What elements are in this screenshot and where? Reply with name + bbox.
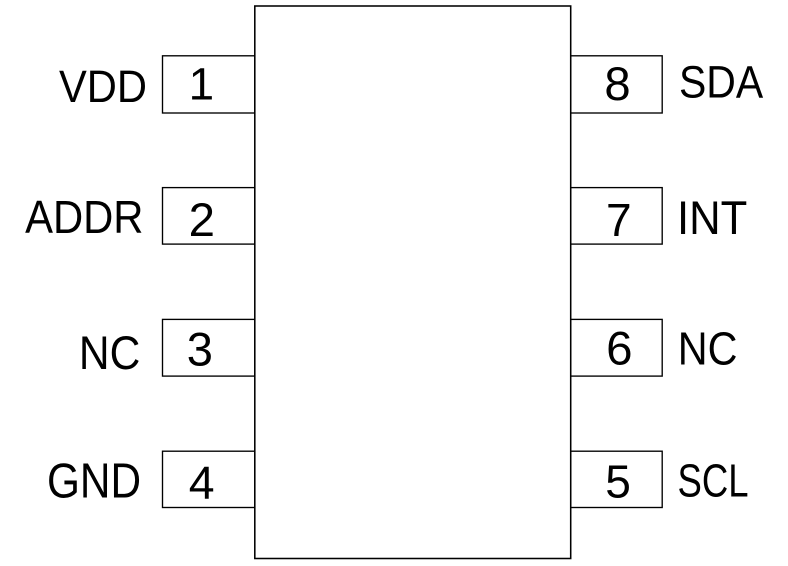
svg-text:NC: NC <box>678 323 738 375</box>
svg-text:NC: NC <box>79 326 140 379</box>
svg-text:SDA: SDA <box>679 56 764 107</box>
svg-text:2: 2 <box>189 194 215 247</box>
svg-text:1: 1 <box>189 59 214 110</box>
svg-text:7: 7 <box>606 194 632 246</box>
svg-text:6: 6 <box>606 323 632 376</box>
svg-text:5: 5 <box>605 456 631 508</box>
svg-text:3: 3 <box>187 322 213 375</box>
svg-text:ADDR: ADDR <box>25 191 143 243</box>
svg-text:4: 4 <box>189 456 215 508</box>
svg-text:GND: GND <box>47 455 141 509</box>
svg-text:8: 8 <box>604 58 630 111</box>
svg-text:VDD: VDD <box>59 61 147 112</box>
svg-text:SCL: SCL <box>678 454 749 506</box>
svg-text:INT: INT <box>677 191 747 244</box>
